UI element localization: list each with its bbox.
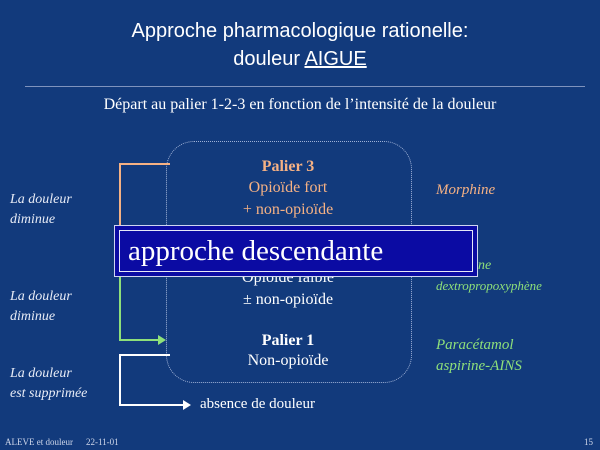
drug-dextropropoxyphene: dextropropoxyphène (436, 278, 542, 293)
footer-left: ALEVE et douleur (5, 437, 73, 447)
footer-date: 22-11-01 (86, 437, 119, 447)
palier3-line1: Opioïde fort (248, 179, 328, 196)
title-emphasis: AIGUE (304, 48, 367, 70)
left-label-2: La douleur diminue (10, 287, 120, 327)
title-divider (25, 86, 585, 87)
palier3-line2: + non-opioïde (242, 201, 334, 218)
drug-palier2-partial: ne (478, 258, 492, 273)
arrow-head-green (158, 335, 166, 345)
palier2-line2: ± non-opioïde (242, 291, 334, 308)
drug-aspirine-ains: aspirine-AINS (436, 358, 522, 374)
slide-title-line2: douleur AIGUE (0, 46, 600, 72)
footer-page: 15 (584, 437, 593, 447)
palier1-line1: Non-opioïde (247, 352, 329, 369)
palier1-heading: Palier 1 (261, 332, 315, 349)
palier3-heading: Palier 3 (261, 158, 315, 175)
left-label-2-line2: diminue (10, 309, 56, 324)
drug-paracetamol: Paracétamol (436, 337, 514, 353)
approche-banner-text: approche descendante (119, 230, 473, 272)
left-label-3: La douleur est supprimée (10, 364, 120, 404)
left-label-3-line2: est supprimée (10, 386, 88, 401)
left-label-1-line2: diminue (10, 212, 56, 227)
arrow-head-white (183, 400, 191, 410)
left-label-1: La douleur diminue (10, 190, 120, 230)
approche-banner: approche descendante (114, 225, 478, 277)
left-label-2-line1: La douleur (10, 289, 72, 304)
arrow-palier1-to-absence (119, 354, 185, 406)
slide-title-line1: Approche pharmacologique rationelle: (131, 20, 469, 42)
left-label-3-line1: La douleur (10, 366, 72, 381)
slide-subtitle: Départ au palier 1-2-3 en fonction de l’… (103, 96, 497, 113)
title-prefix: douleur (233, 48, 305, 70)
drug-morphine: Morphine (436, 182, 496, 198)
left-label-1-line1: La douleur (10, 192, 72, 207)
absence-label: absence de douleur (200, 396, 315, 412)
